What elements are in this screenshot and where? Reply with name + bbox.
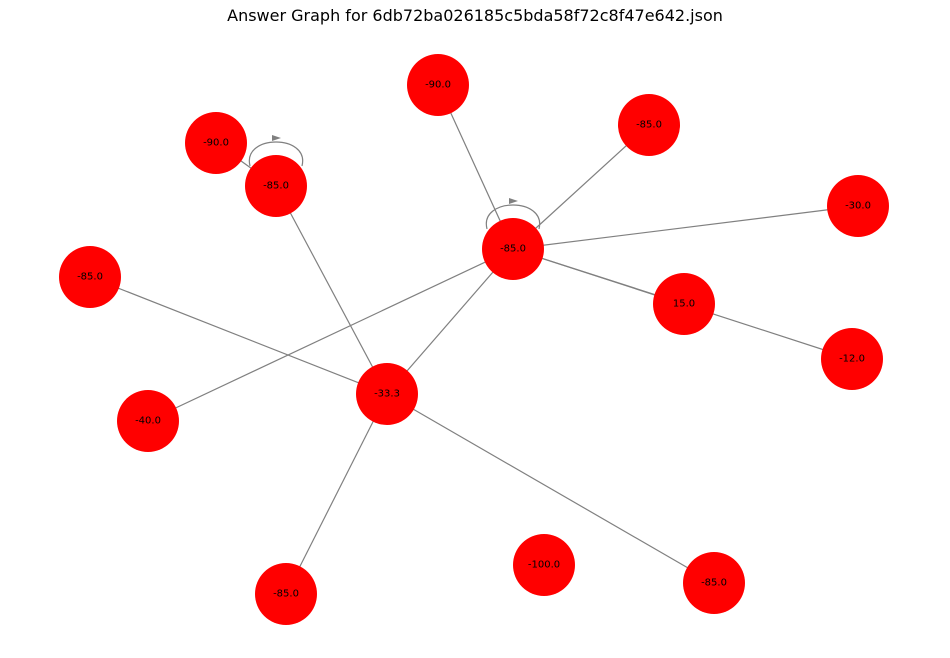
node-circle (683, 552, 745, 614)
graph-node: -90.0 (185, 112, 247, 174)
nodes-layer: -85.0 -33.3 -85.0 -90.0 -90.0 -85.0 -30.0 15.0 -… (59, 54, 889, 625)
node-circle (245, 155, 307, 217)
node-circle (59, 246, 121, 308)
node-label: -85.0 (77, 272, 103, 283)
node-label: -85.0 (636, 120, 662, 131)
graph-edge (386, 248, 514, 395)
node-circle (407, 54, 469, 116)
node-label: -85.0 (263, 181, 289, 192)
graph-edge (386, 393, 715, 584)
graph-edge (89, 276, 388, 395)
graph-node: -12.0 (821, 328, 883, 390)
node-circle (356, 363, 418, 425)
graph-node: -85.0 (618, 94, 680, 156)
graph-edge (147, 248, 514, 422)
node-label: 15.0 (673, 299, 695, 310)
node-label: -90.0 (425, 80, 451, 91)
graph-node: -33.3 (356, 363, 418, 425)
node-circle (618, 94, 680, 156)
node-circle (821, 328, 883, 390)
node-circle (185, 112, 247, 174)
graph-edge (285, 393, 388, 595)
node-circle (513, 534, 575, 596)
graph-node: -85.0 (683, 552, 745, 614)
node-circle (827, 175, 889, 237)
node-label: -85.0 (701, 578, 727, 589)
node-label: -40.0 (135, 416, 161, 427)
node-label: -12.0 (839, 354, 865, 365)
graph-node: -30.0 (827, 175, 889, 237)
self-loops-layer (248, 135, 541, 230)
graph-node: -40.0 (117, 390, 179, 452)
arrowhead-icon (272, 135, 281, 141)
graph-node: -85.0 (59, 246, 121, 308)
node-label: -33.3 (374, 389, 400, 400)
self-loop (248, 135, 304, 167)
graph-edge (275, 185, 388, 395)
graph-node: -85.0 (255, 563, 317, 625)
node-label: -90.0 (203, 138, 229, 149)
graph-node: 15.0 (653, 273, 715, 335)
graph-title: Answer Graph for 6db72ba026185c5bda58f72… (227, 6, 723, 25)
node-label: -85.0 (273, 589, 299, 600)
node-circle (653, 273, 715, 335)
node-circle (482, 218, 544, 280)
graph-node: -85.0 (482, 218, 544, 280)
node-label: -85.0 (500, 244, 526, 255)
self-loop (485, 198, 541, 230)
node-label: -30.0 (845, 201, 871, 212)
graph-node: -85.0 (245, 155, 307, 217)
graph-node: -90.0 (407, 54, 469, 116)
graph-node: -100.0 (513, 534, 575, 596)
arrowhead-icon (509, 198, 518, 204)
node-circle (255, 563, 317, 625)
graph-edge (512, 205, 859, 250)
node-circle (117, 390, 179, 452)
node-label: -100.0 (528, 560, 560, 571)
